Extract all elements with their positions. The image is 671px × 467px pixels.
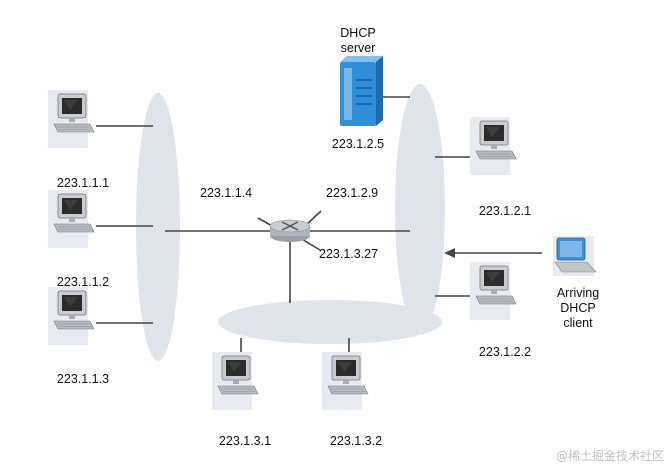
- router-icon: [269, 219, 311, 242]
- desktop-computer-icon: [47, 286, 95, 346]
- desktop-computer-icon: [47, 189, 95, 249]
- router-iface-right-label: 223.1.2.9: [326, 186, 378, 200]
- host-ip-label: 223.1.2.2: [479, 345, 531, 359]
- host-ip-label: 223.1.2.1: [479, 204, 531, 218]
- desktop-computer-icon: [469, 261, 517, 321]
- client-label-line2: DHCP: [560, 301, 595, 315]
- subnet-2-network: [395, 84, 445, 332]
- desktop-computer-icon: [321, 351, 369, 411]
- host-ip-label: 223.1.3.1: [219, 434, 271, 448]
- network-links: [96, 96, 476, 374]
- router-iface-left-label: 223.1.1.4: [200, 186, 252, 200]
- dhcp-server-label-line2: server: [341, 41, 376, 55]
- router-iface-bottom-label: 223.1.3.27: [319, 247, 378, 261]
- desktop-computer-icon: [47, 89, 95, 149]
- host-ip-label: 223.1.1.1: [57, 176, 109, 190]
- watermark: @稀土掘金技术社区: [556, 448, 664, 463]
- client-label-line1: Arriving: [557, 286, 599, 300]
- dhcp-server-label: DHCP: [340, 26, 375, 40]
- server-ip-label: 223.1.2.5: [332, 137, 384, 151]
- server-icon: [340, 56, 383, 126]
- host-ip-label: 223.1.1.3: [57, 372, 109, 386]
- laptop-icon: [553, 236, 597, 276]
- subnet-3-network: [218, 300, 442, 344]
- client-label-line3: client: [563, 316, 593, 330]
- host-ip-label: 223.1.1.2: [57, 275, 109, 289]
- arrival-arrow: [444, 248, 542, 258]
- desktop-computer-icon: [211, 351, 259, 411]
- subnet-1-network: [136, 93, 180, 361]
- host-ip-label: 223.1.3.2: [330, 434, 382, 448]
- desktop-computer-icon: [469, 116, 517, 176]
